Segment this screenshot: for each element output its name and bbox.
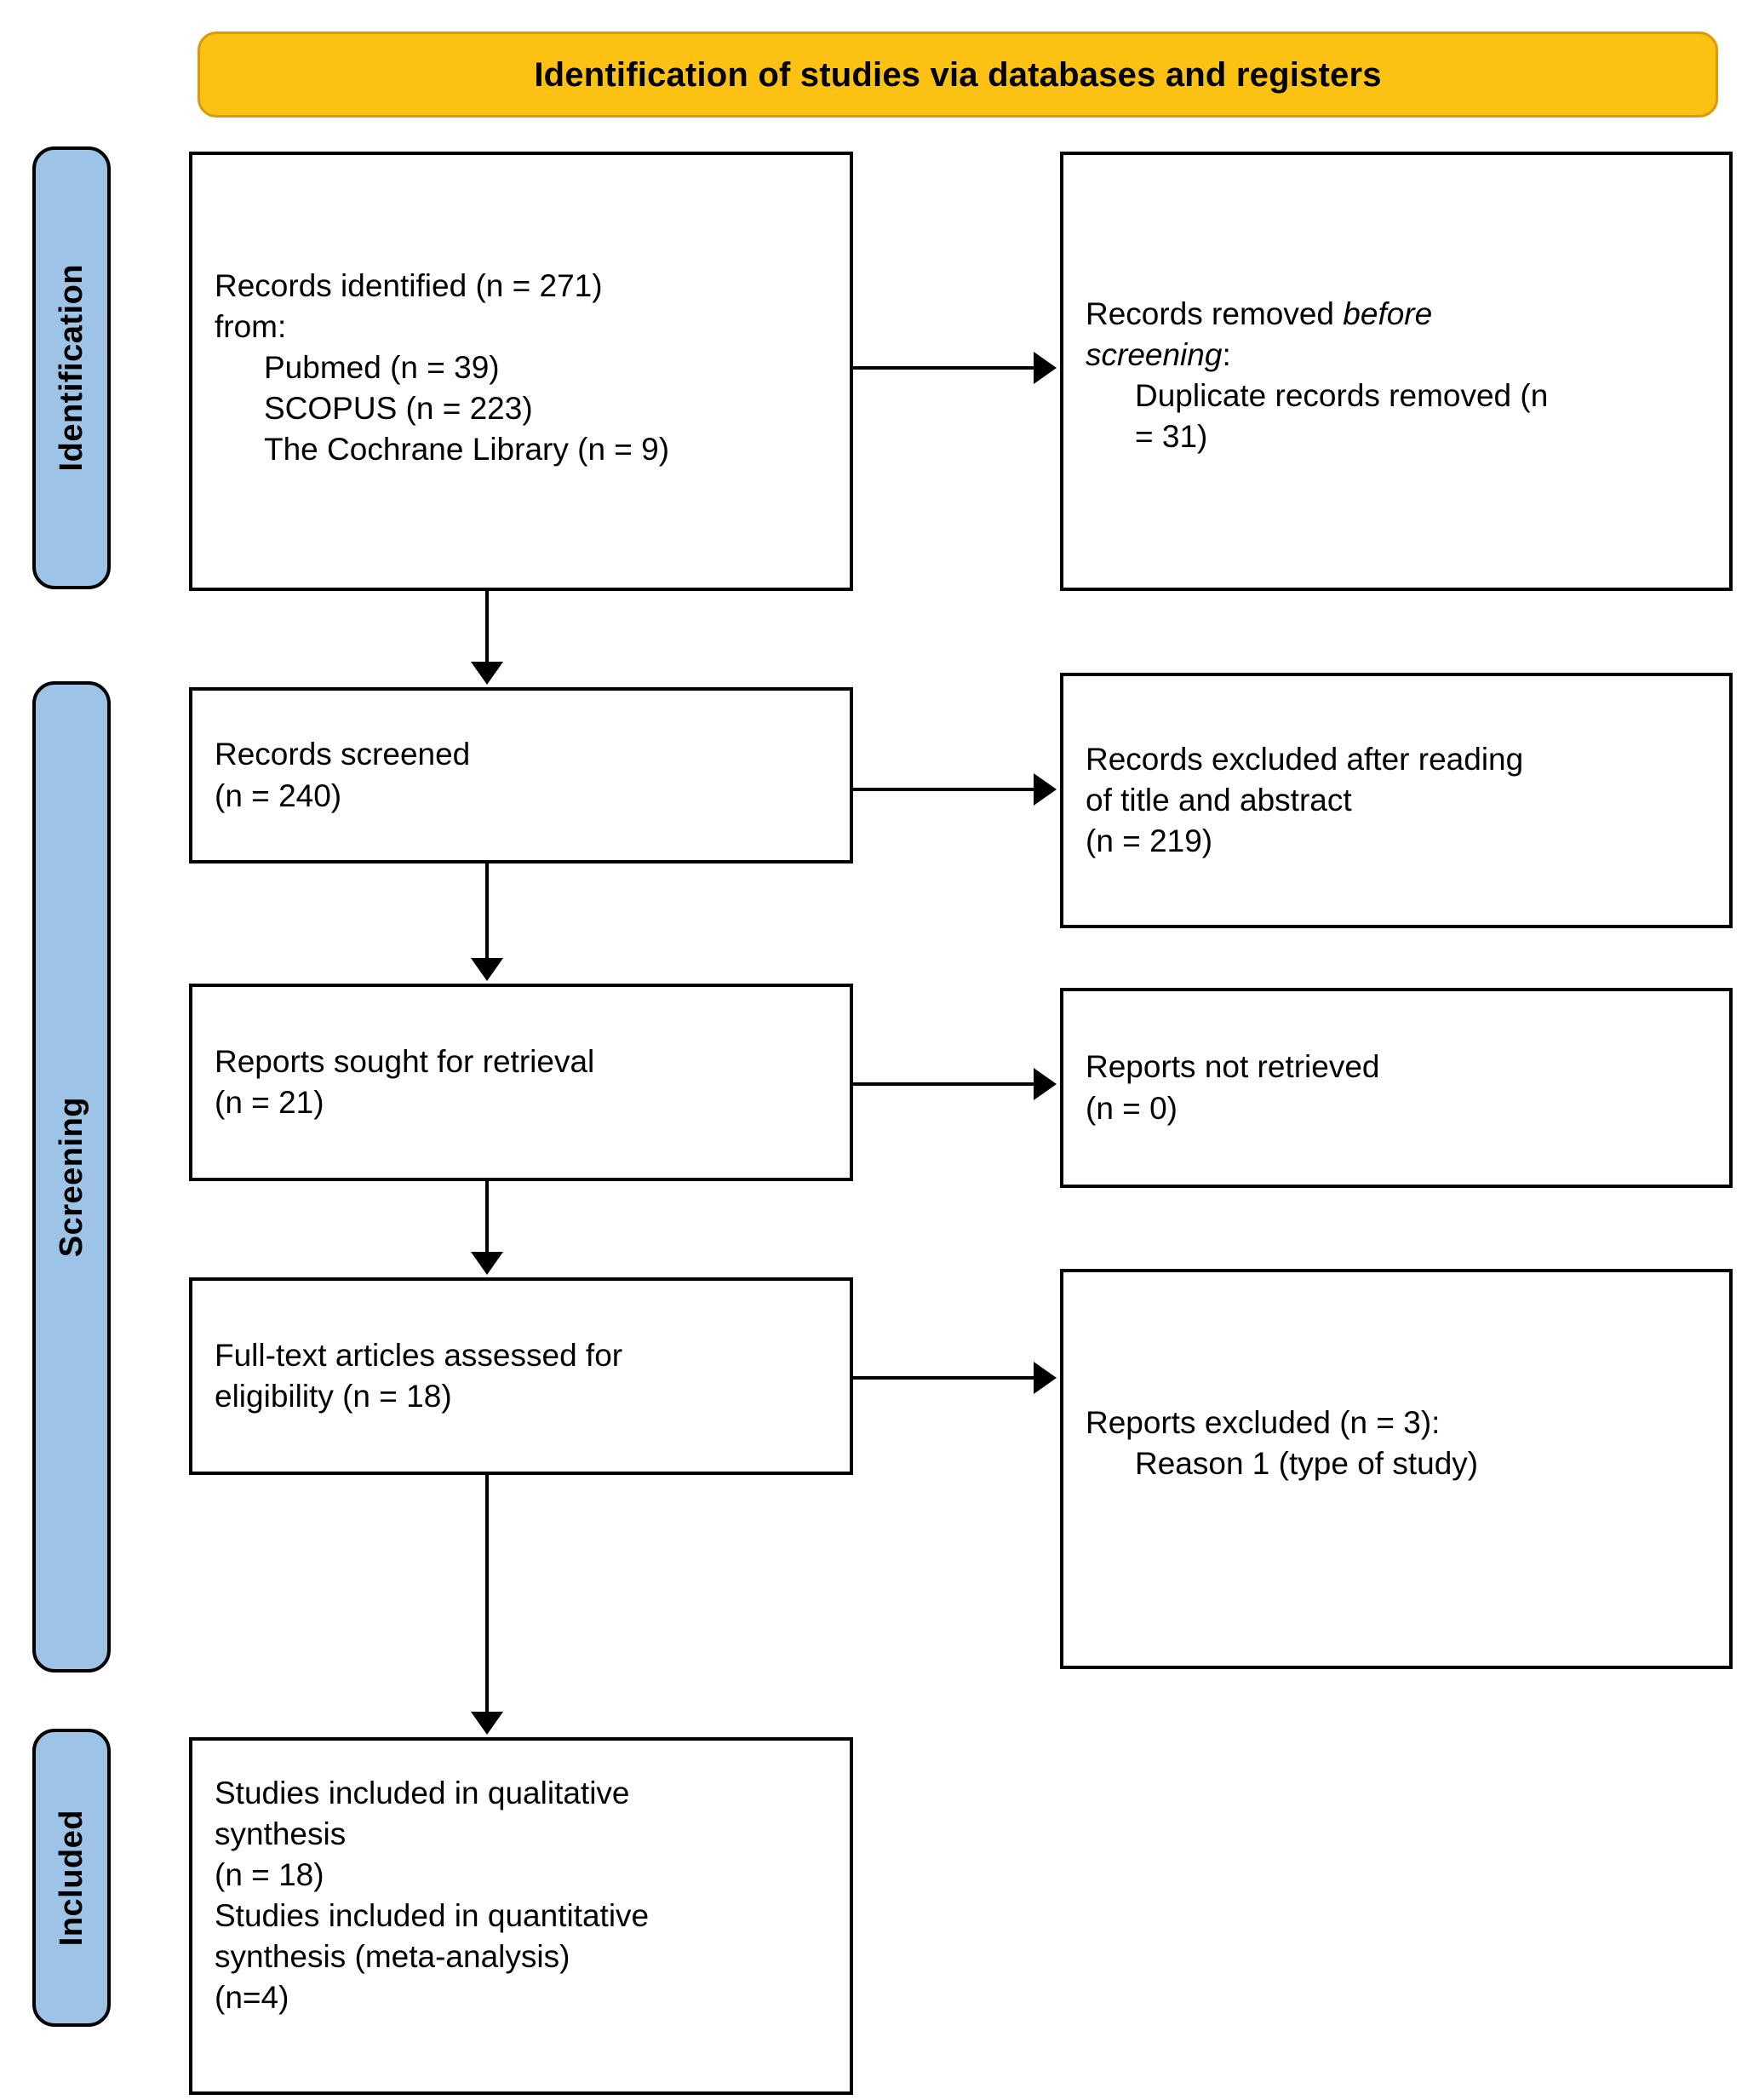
box-fulltext-articles-text: Full-text articles assessed for eligibil…: [215, 1335, 828, 1417]
included-qualitative-count: (n = 18): [215, 1856, 324, 1892]
stage-label-included: Included: [32, 1729, 111, 2027]
records-screened-count: (n = 240): [215, 777, 342, 813]
connector-sought-to-not-retrieved: [853, 1082, 1035, 1086]
fulltext-line2: eligibility (n = 18): [215, 1379, 452, 1414]
arrow-down-icon: [471, 958, 503, 981]
box-records-excluded-title-abstract-text: Records excluded after reading of title …: [1086, 739, 1707, 862]
arrow-right-icon: [1034, 352, 1057, 384]
records-excluded-ta-line2: of title and abstract: [1086, 782, 1352, 818]
included-qualitative-line2: synthesis: [215, 1816, 347, 1851]
arrow-right-icon: [1034, 773, 1057, 806]
records-excluded-ta-line1: Records excluded after reading: [1086, 741, 1524, 777]
arrow-down-icon: [471, 662, 503, 685]
connector-sought-to-fulltext: [485, 1181, 489, 1254]
box-records-identified: Records identified (n = 271) from: Pubme…: [189, 152, 853, 591]
records-removed-line2-suffix: :: [1222, 336, 1231, 372]
reports-sought-line1: Reports sought for retrieval: [215, 1043, 595, 1079]
records-removed-duplicates: Duplicate records removed (n: [1135, 378, 1549, 413]
included-qualitative-line1: Studies included in qualitative: [215, 1775, 630, 1810]
records-removed-line2-emphasis: screening: [1086, 336, 1223, 372]
connector-identified-to-screened: [485, 591, 489, 664]
stage-label-screening-text: Screening: [53, 1096, 89, 1258]
box-studies-included: Studies included in qualitative synthesi…: [189, 1737, 853, 2095]
reports-excluded-reason1: Reason 1 (type of study): [1135, 1446, 1479, 1481]
included-quantitative-count: (n=4): [215, 1980, 289, 2016]
reports-not-retrieved-count: (n = 0): [1086, 1090, 1177, 1126]
connector-identified-to-removed: [853, 366, 1035, 370]
arrow-down-icon: [471, 1712, 503, 1735]
box-fulltext-articles-assessed: Full-text articles assessed for eligibil…: [189, 1277, 853, 1475]
records-removed-line1-prefix: Records removed: [1086, 295, 1344, 331]
fulltext-line1: Full-text articles assessed for: [215, 1337, 623, 1373]
connector-screened-to-sought: [485, 864, 489, 961]
box-reports-sought-text: Reports sought for retrieval (n = 21): [215, 1041, 828, 1123]
records-removed-line1-emphasis: before: [1343, 295, 1433, 331]
stage-label-screening: Screening: [32, 681, 111, 1673]
stage-label-identification-text: Identification: [53, 264, 89, 472]
box-reports-not-retrieved-text: Reports not retrieved (n = 0): [1086, 1047, 1707, 1128]
arrow-right-icon: [1034, 1068, 1057, 1100]
box-reports-excluded-text: Reports excluded (n = 3): Reason 1 (type…: [1086, 1403, 1707, 1484]
box-records-removed-before-screening: Records removed before screening: Duplic…: [1060, 152, 1733, 591]
included-quantitative-line2: synthesis (meta-analysis): [215, 1939, 570, 1975]
box-reports-excluded: Reports excluded (n = 3): Reason 1 (type…: [1060, 1269, 1733, 1669]
included-quantitative-line1: Studies included in quantitative: [215, 1898, 650, 1933]
arrow-right-icon: [1034, 1362, 1057, 1394]
records-identified-cochrane: The Cochrane Library (n = 9): [264, 432, 670, 468]
records-removed-duplicates-count: = 31): [1135, 419, 1208, 455]
reports-excluded-line1: Reports excluded (n = 3):: [1086, 1404, 1441, 1440]
connector-fulltext-to-reports-excluded: [853, 1376, 1035, 1380]
stage-label-identification: Identification: [32, 146, 111, 589]
records-identified-line2: from:: [215, 308, 287, 344]
box-studies-included-text: Studies included in qualitative synthesi…: [215, 1773, 828, 2019]
connector-screened-to-excluded: [853, 788, 1035, 791]
box-reports-sought-for-retrieval: Reports sought for retrieval (n = 21): [189, 984, 853, 1181]
box-records-screened: Records screened (n = 240): [189, 687, 853, 864]
diagram-header-banner: Identification of studies via databases …: [198, 32, 1718, 118]
arrow-down-icon: [471, 1252, 503, 1275]
records-screened-line1: Records screened: [215, 737, 471, 772]
records-excluded-ta-count: (n = 219): [1086, 823, 1213, 859]
records-identified-line1: Records identified (n = 271): [215, 267, 603, 303]
connector-fulltext-to-included: [485, 1475, 489, 1714]
box-records-identified-text: Records identified (n = 271) from: Pubme…: [215, 266, 828, 470]
box-records-excluded-title-abstract: Records excluded after reading of title …: [1060, 673, 1733, 928]
reports-not-retrieved-line1: Reports not retrieved: [1086, 1049, 1380, 1085]
box-records-screened-text: Records screened (n = 240): [215, 734, 828, 816]
box-records-removed-text: Records removed before screening: Duplic…: [1086, 294, 1707, 457]
reports-sought-count: (n = 21): [215, 1085, 324, 1120]
records-identified-pubmed: Pubmed (n = 39): [264, 349, 500, 385]
box-reports-not-retrieved: Reports not retrieved (n = 0): [1060, 988, 1733, 1188]
stage-label-included-text: Included: [53, 1809, 89, 1947]
diagram-title: Identification of studies via databases …: [534, 55, 1382, 94]
records-identified-scopus: SCOPUS (n = 223): [264, 391, 533, 427]
